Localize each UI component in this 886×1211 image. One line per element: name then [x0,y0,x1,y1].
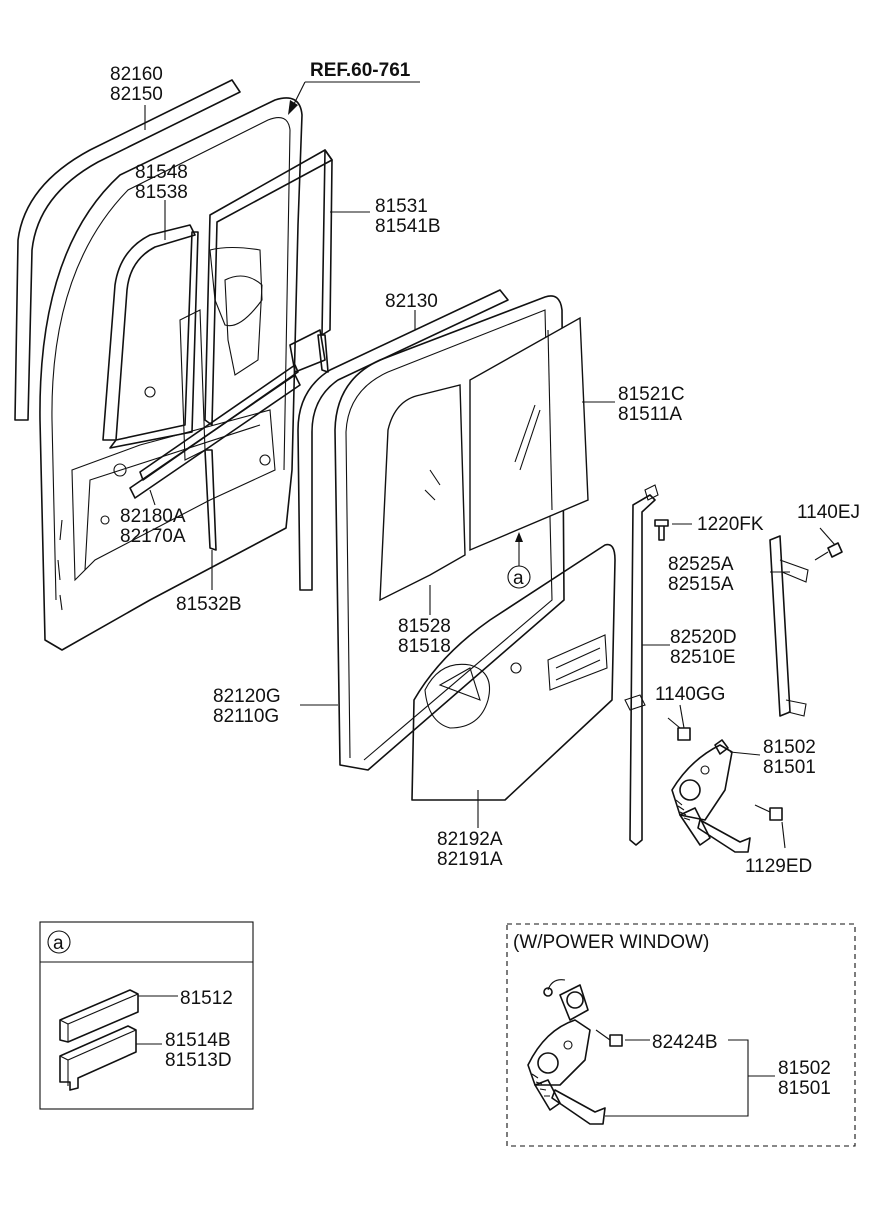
power-window-82424B: 82424B [652,1032,718,1053]
power-window-81502: 81502 [778,1058,831,1079]
label-82515A: 82515A [668,574,734,595]
label-1129ED: 1129ED [745,856,812,877]
label-82110G: 82110G [213,706,279,727]
belt-molding-82180A [129,364,301,499]
roof-weatherstrip-82160 [14,79,241,421]
label-81502: 81502 [763,737,816,758]
label-81511A: 81511A [618,404,682,425]
label-82520D: 82520D [670,627,737,648]
label-82192A: 82192A [437,829,503,850]
channel-rail-82525A [769,535,809,717]
detail-a-81513D: 81513D [165,1050,232,1071]
label-81538: 81538 [135,182,188,203]
glass-run-81548 [102,224,199,449]
ref-arrow [288,81,420,115]
power-window-box: (W/POWER WINDOW) 82424B 81502 81501 [506,923,856,1147]
label-82180A: 82180A [120,506,186,527]
label-82510E: 82510E [670,647,736,668]
detail-a-81512: 81512 [180,988,233,1009]
detail-a-badge: a [53,933,64,954]
label-81501: 81501 [763,757,816,778]
label-82525A: 82525A [668,554,734,575]
label-1220FK: 1220FK [697,514,764,535]
label-82160: 82160 [110,64,163,85]
ref-label: REF.60-761 [310,60,411,81]
label-82120G: 82120G [213,686,281,707]
label-82130: 82130 [385,291,438,312]
callout-a: a [507,532,531,589]
bolt-1140GG [667,717,691,741]
label-82150: 82150 [110,84,163,105]
door-inner-panel [39,97,303,651]
label-81528: 81528 [398,616,451,637]
bolt-1129ED [754,804,783,821]
label-81541B: 81541B [375,216,441,237]
bolt-1220FK [654,519,669,541]
callout-a-label: a [513,568,524,589]
label-81548: 81548 [135,162,188,183]
label-1140EJ: 1140EJ [797,502,860,523]
detail-box-a: a 81512 81514B 81513D [39,921,254,1110]
detail-a-81514B: 81514B [165,1030,231,1051]
door-trim-panel-82192A [411,543,616,801]
label-82191A: 82191A [437,849,503,870]
power-window-81501: 81501 [778,1078,831,1099]
bolt-1140EJ [814,542,843,561]
label-81532B: 81532B [176,594,242,615]
door-weatherstrip-82130 [297,289,509,591]
label-81518: 81518 [398,636,451,657]
label-1140GG: 1140GG [655,684,725,705]
leader-lines [144,105,836,849]
label-81521C: 81521C [618,384,685,405]
door-glass-assembly [379,316,589,602]
window-regulator-81502 [671,739,751,853]
label-82170A: 82170A [120,526,186,547]
run-channel-81532B [204,449,217,551]
channel-rail-82520D [624,484,659,846]
label-81531: 81531 [375,196,428,217]
door-seal-82120G [334,295,565,771]
power-window-title: (W/POWER WINDOW) [513,932,709,953]
